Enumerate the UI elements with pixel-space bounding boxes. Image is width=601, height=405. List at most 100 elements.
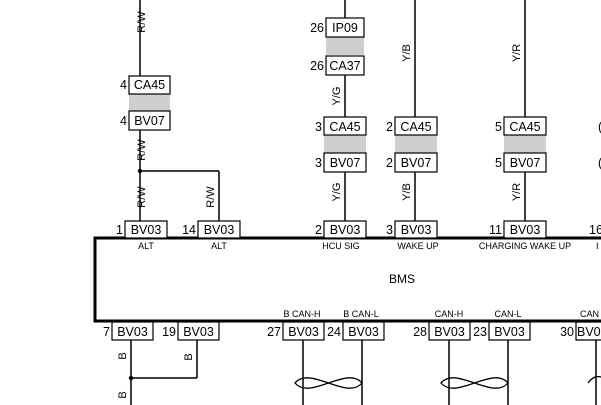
inline-connector-box (128, 75, 171, 95)
bms-module-label: BMS (389, 272, 415, 286)
wire-color-label: Y/G (331, 87, 343, 106)
bms-pin-box (488, 321, 531, 341)
connector-pin: 2 (386, 120, 393, 134)
bms-pin-code: BV03 (494, 325, 525, 339)
wire-color-label: B (117, 391, 129, 398)
connector-pin: 3 (315, 156, 322, 170)
edge-partial-text: I (596, 241, 599, 251)
bms-pin-number: 28 (413, 325, 427, 339)
junction-dot (137, 168, 143, 174)
wire-color-label: B (183, 353, 195, 360)
bms-pin-signal: CHARGING WAKE UP (479, 241, 571, 251)
connector-pin: 5 (495, 120, 502, 134)
bms-pin-box (503, 220, 547, 239)
bms-pin-number: 27 (267, 325, 281, 339)
connector-code: BV07 (330, 156, 361, 170)
connector-mating-band (504, 135, 546, 153)
bms-pin-number: 3 (386, 223, 393, 237)
bms-pin-box (323, 220, 367, 239)
connector-code: BV07 (401, 156, 432, 170)
inline-connector-box (325, 17, 365, 38)
wire-color-label: R/W (205, 186, 217, 208)
bms-pin-number: 1 (116, 223, 123, 237)
bms-top-pins: BV03 1 ALT BV03 14 ALT BV03 2 HCU SIG BV… (116, 220, 601, 251)
bms-pin-code: BV03 (131, 223, 162, 237)
connector-mating-band (326, 37, 364, 55)
wire-color-label: Y/G (331, 183, 343, 202)
bms-pin-box (177, 321, 220, 341)
bms-pin-box (394, 220, 438, 239)
edge-partial-text: ( (598, 120, 601, 134)
bms-pin-signal: B CAN-L (343, 309, 379, 319)
connector-mating-band (129, 94, 170, 111)
bms-bottom-pins: B CAN-H B CAN-L CAN-H CAN-L CAN BV03 7 B… (103, 309, 601, 341)
bms-pin-signal: B CAN-H (283, 309, 320, 319)
connector-pin: 3 (315, 120, 322, 134)
connector-mating-band (395, 135, 437, 153)
bms-pin-box (124, 220, 168, 239)
bms-pin-code: BV03 (288, 325, 319, 339)
twisted-pair-icon (440, 377, 509, 389)
bms-pin-code: BV03 (117, 325, 148, 339)
wire-color-label: R/W (136, 186, 148, 208)
inline-connector-box (394, 152, 438, 173)
inline-connector-box (503, 152, 547, 173)
lower-wires: B B B (117, 340, 601, 405)
wire-color-label: R/W (136, 11, 148, 33)
wire-color-label: Y/R (511, 44, 523, 62)
bms-pin-code: BV03 (510, 223, 541, 237)
connector-pin: 2 (386, 156, 393, 170)
bms-pin-number: 7 (103, 325, 110, 339)
bms-pin-number: 19 (162, 325, 176, 339)
bms-pin-number: 11 (489, 223, 502, 237)
bms-pin-box-partial (575, 321, 601, 341)
bms-pin-box (197, 220, 241, 239)
bms-pin-number: 24 (327, 325, 341, 339)
bms-pin-code: BV03 (348, 325, 379, 339)
bms-pin-code: BV03 (434, 325, 465, 339)
bms-pin-code: BV03 (330, 223, 361, 237)
bms-pin-code: BV0 (577, 325, 601, 339)
upper-wires (137, 0, 526, 221)
bms-pin-signal: HCU SIG (322, 241, 360, 251)
bms-pin-number: 30 (560, 325, 574, 339)
connector-pin: 4 (120, 78, 127, 92)
bms-pin-signal: CAN-H (435, 309, 464, 319)
inline-connector-box (323, 116, 367, 136)
twisted-pair-icon-partial (587, 375, 601, 384)
connector-code: BV07 (510, 156, 541, 170)
twisted-pair-icon (294, 377, 363, 389)
junction-dot (128, 375, 134, 381)
wire-color-label: Y/B (401, 44, 413, 62)
upper-wire-color-labels: R/W R/W R/W R/W Y/G Y/G Y/B Y/B Y/R Y/R (136, 11, 523, 208)
bms-pin-signal: CAN (580, 309, 599, 319)
connector-pin: 5 (495, 156, 502, 170)
bms-pin-code: BV03 (401, 223, 432, 237)
bms-pin-number: 23 (473, 325, 487, 339)
wire-color-label: B (117, 352, 129, 359)
wire-color-label: Y/B (401, 183, 413, 201)
connector-code: CA45 (329, 120, 360, 134)
connector-pin: 26 (310, 21, 324, 35)
bms-pin-number: 2 (315, 223, 322, 237)
bms-pin-number: 16 (589, 223, 601, 237)
wire-color-label: Y/R (511, 183, 523, 201)
bms-pin-box (111, 321, 154, 341)
connector-code: CA37 (329, 59, 360, 73)
inline-connector-box (325, 55, 365, 76)
edge-partial-text: ( (598, 156, 601, 170)
bms-pin-code: BV03 (204, 223, 235, 237)
connector-code: CA45 (509, 120, 540, 134)
bms-pin-number: 14 (182, 223, 196, 237)
inline-connector-box (323, 152, 367, 173)
bms-pin-code: BV03 (183, 325, 214, 339)
connector-pin: 4 (120, 114, 127, 128)
bms-pin-signal: ALT (211, 241, 227, 251)
inline-connectors: IP09 26 CA37 26 CA45 4 BV07 4 CA45 3 BV0… (120, 17, 601, 173)
connector-code: CA45 (400, 120, 431, 134)
connector-code: BV07 (134, 114, 165, 128)
bms-pin-signal: WAKE UP (397, 241, 438, 251)
connector-pin: 26 (310, 59, 324, 73)
wire-color-label: R/W (136, 139, 148, 161)
